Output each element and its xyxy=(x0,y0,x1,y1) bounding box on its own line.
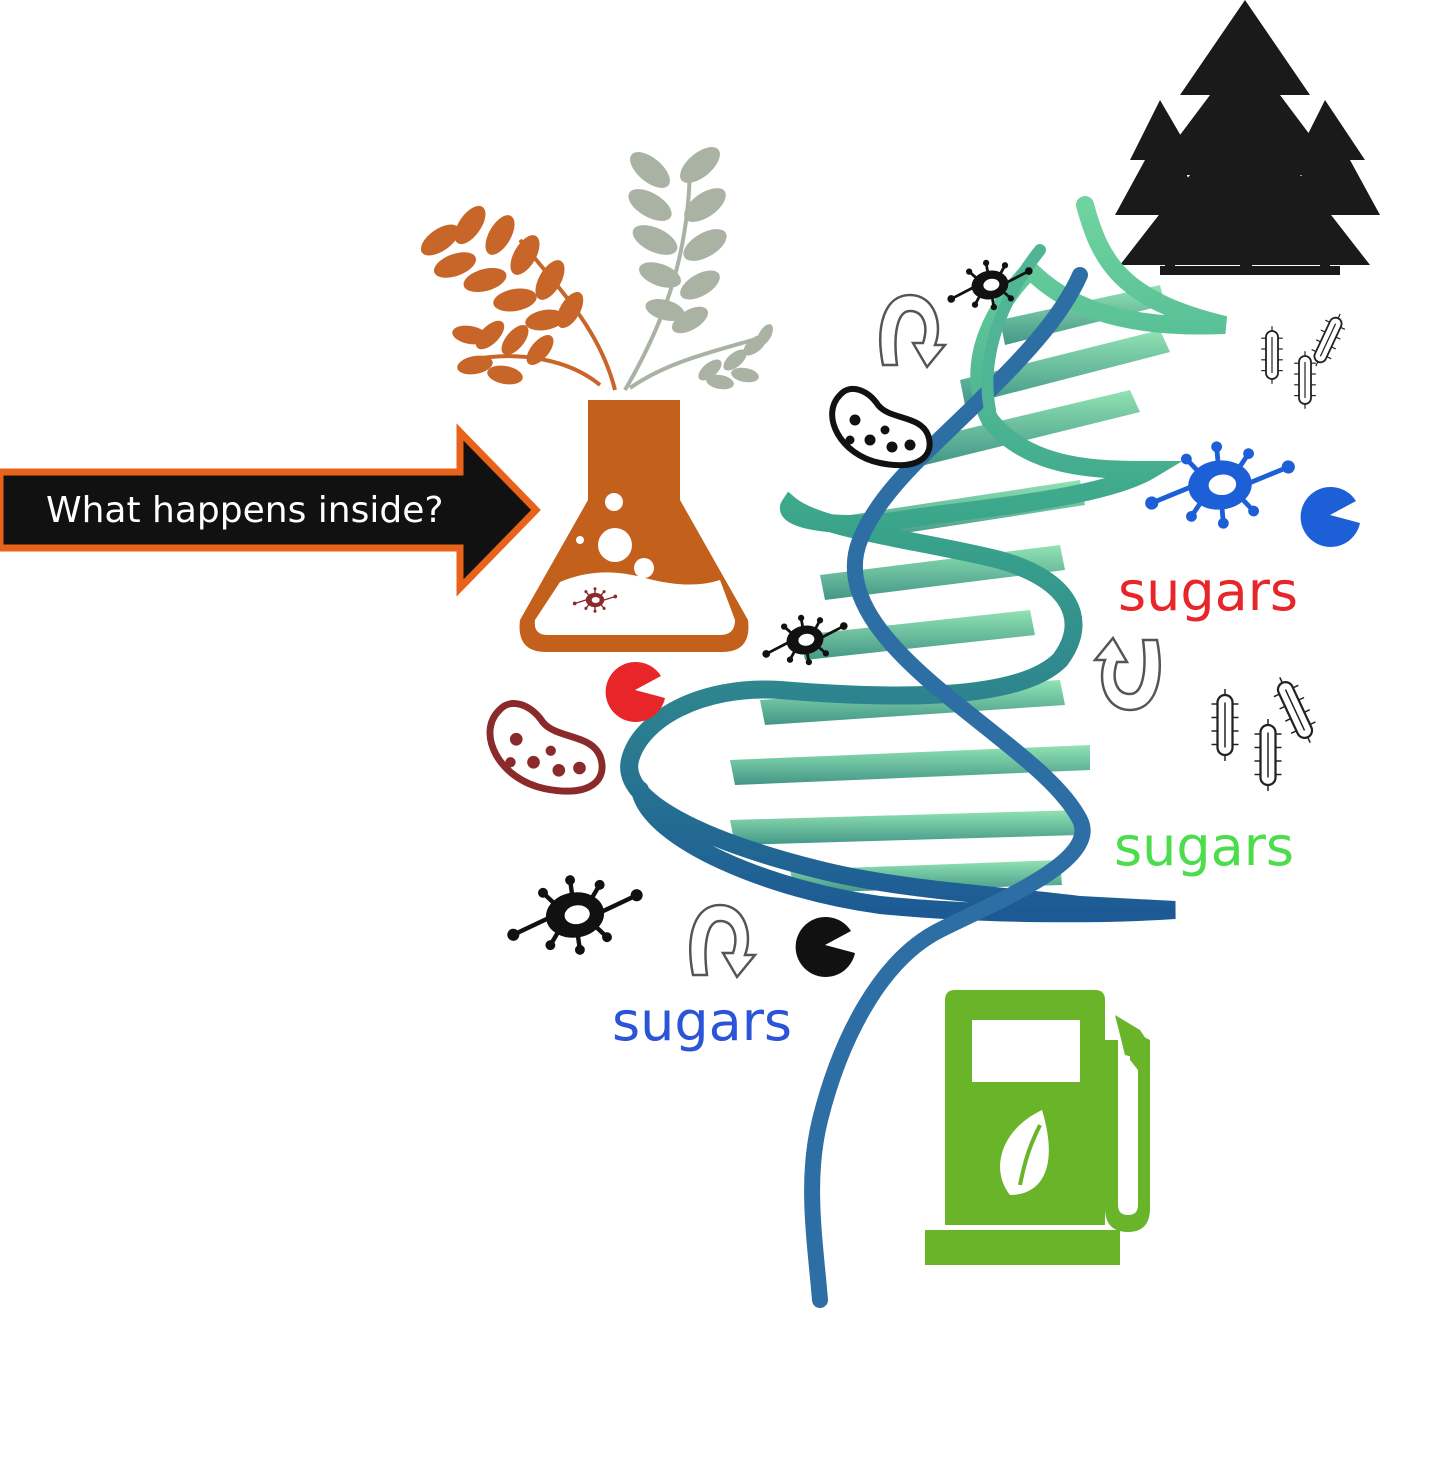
enzyme-icon xyxy=(795,916,855,977)
fuel-pump-icon xyxy=(925,990,1150,1265)
bacteria-icon xyxy=(832,389,930,465)
bacteria-icon xyxy=(490,703,602,791)
trees-icon xyxy=(1115,0,1380,275)
sugars-label-blue: sugars xyxy=(612,990,792,1053)
enzyme-icon xyxy=(605,661,665,722)
cycle-arrow-icon xyxy=(1093,636,1161,712)
flask-icon xyxy=(519,400,749,652)
callout-text: What happens inside? xyxy=(46,490,443,531)
virus-icon xyxy=(501,866,649,964)
wheat-orange-icon xyxy=(420,205,617,391)
callout-arrow-icon xyxy=(0,423,541,597)
cycle-arrow-icon xyxy=(879,293,947,369)
leaf-icon xyxy=(1000,1110,1049,1195)
wheat-gray-icon xyxy=(623,147,773,392)
cycle-arrow-icon xyxy=(689,903,757,979)
rod-bacteria-icon xyxy=(1210,670,1324,793)
virus-icon xyxy=(1141,435,1299,534)
sugars-label-green: sugars xyxy=(1114,815,1294,878)
rod-bacteria-icon xyxy=(1260,308,1351,410)
enzyme-icon xyxy=(1300,486,1360,547)
sugars-label-red: sugars xyxy=(1118,560,1298,623)
